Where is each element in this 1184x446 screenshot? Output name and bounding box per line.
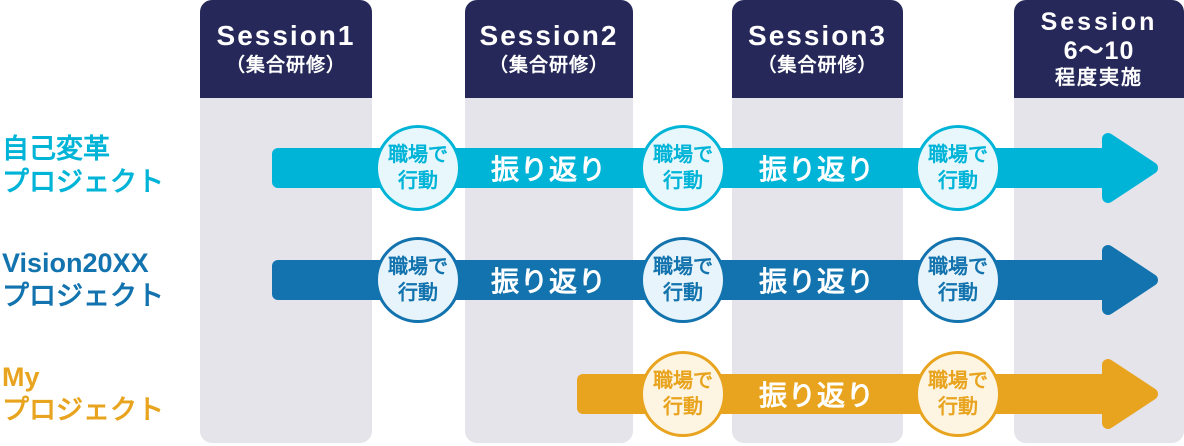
row2-label-line1: Vision20XX: [2, 248, 149, 278]
reflection-label-row1-session3: 振り返り: [758, 154, 876, 185]
circle-text-line1: 職場で: [653, 370, 713, 392]
circle-text-line1: 職場で: [928, 370, 988, 392]
circle-text-line2: 行動: [398, 282, 438, 304]
circle-text-line1: 職場で: [653, 256, 713, 278]
reflection-label-row3-session3: 振り返り: [758, 380, 876, 411]
session1-subtitle: （集合研修）: [225, 55, 346, 76]
row3-label-line1: My: [2, 362, 40, 392]
circle-text-line2: 行動: [938, 170, 978, 192]
workplace-action-circle-row2-gap1: 職場で 行動: [375, 237, 461, 323]
row-label-self-transformation-project: 自己変革 プロジェクト: [2, 133, 198, 199]
row3-label-line2: プロジェクト: [2, 395, 164, 425]
session6-10-range: 6〜10: [1063, 36, 1135, 65]
circle-text-line2: 行動: [663, 170, 703, 192]
circle-text-line1: 職場で: [928, 144, 988, 166]
workplace-action-circle-row3-gap2: 職場で 行動: [640, 351, 726, 437]
reflection-label-row2-session2: 振り返り: [490, 266, 608, 297]
circle-text-line2: 行動: [398, 170, 438, 192]
session6-10-title: Session: [1040, 7, 1158, 36]
session2-title: Session2: [479, 20, 619, 51]
reflection-label-row2-session3: 振り返り: [758, 266, 876, 297]
circle-text-line1: 職場で: [653, 144, 713, 166]
row2-label-line2: プロジェクト: [2, 281, 164, 311]
workplace-action-circle-row1-gap1: 職場で 行動: [375, 125, 461, 211]
session6-10-note: 程度実施: [1055, 66, 1143, 89]
column-header-session2: Session2 （集合研修）: [465, 0, 633, 98]
circle-text-line1: 職場で: [388, 256, 448, 278]
circle-text-line2: 行動: [663, 282, 703, 304]
workplace-action-circle-row2-gap3: 職場で 行動: [915, 237, 1001, 323]
circle-text-line2: 行動: [938, 396, 978, 418]
workplace-action-circle-row1-gap2: 職場で 行動: [640, 125, 726, 211]
workplace-action-circle-row3-gap3: 職場で 行動: [915, 351, 1001, 437]
column-session1: Session1 （集合研修）: [200, 0, 372, 443]
row-label-my-project: My プロジェクト: [2, 361, 198, 427]
workplace-action-circle-row1-gap3: 職場で 行動: [915, 125, 1001, 211]
circle-text-line1: 職場で: [388, 144, 448, 166]
circle-text-line2: 行動: [938, 282, 978, 304]
session2-subtitle: （集合研修）: [488, 55, 609, 76]
row1-label-line1: 自己変革: [2, 134, 110, 164]
row-label-vision20xx-project: Vision20XX プロジェクト: [2, 247, 198, 313]
reflection-label-row1-session2: 振り返り: [490, 154, 608, 185]
session1-title: Session1: [216, 20, 356, 51]
circle-text-line2: 行動: [663, 396, 703, 418]
session3-subtitle: （集合研修）: [757, 55, 878, 76]
column-header-session1: Session1 （集合研修）: [200, 0, 372, 98]
session3-title: Session3: [748, 20, 887, 51]
column-header-session6-10: Session 6〜10 程度実施: [1014, 0, 1184, 98]
workplace-action-circle-row2-gap2: 職場で 行動: [640, 237, 726, 323]
circle-text-line1: 職場で: [928, 256, 988, 278]
column-header-session3: Session3 （集合研修）: [732, 0, 903, 98]
row1-label-line2: プロジェクト: [2, 167, 164, 197]
